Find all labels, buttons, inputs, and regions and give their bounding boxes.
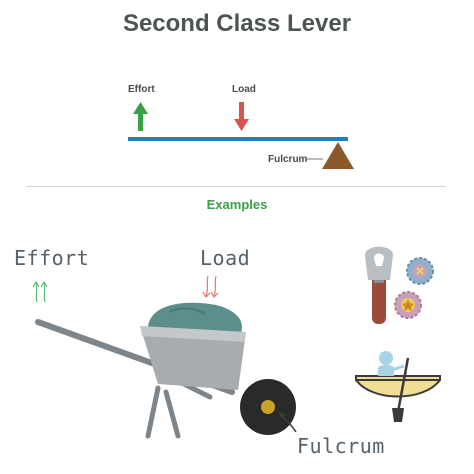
- examples-heading: Examples: [206, 197, 268, 212]
- lever-beam: [128, 137, 348, 141]
- lever-load-label: Load: [232, 84, 256, 95]
- wheelbarrow-icon: [35, 302, 297, 439]
- example-load-label: Load: [200, 246, 251, 270]
- example-effort-label: Effort: [14, 246, 90, 270]
- bottle-opener-icon: [365, 246, 393, 324]
- canoe-rower-icon: [355, 351, 441, 422]
- lever-fulcrum-label: Fulcrum: [268, 154, 308, 165]
- fulcrum-triangle-icon: [322, 142, 354, 169]
- load-small-arrows-icon: [202, 275, 219, 298]
- load-arrow-icon: [234, 102, 249, 131]
- effort-arrow-icon: [133, 102, 148, 131]
- section-divider: [26, 186, 446, 187]
- bottle-cap-icon: [394, 291, 422, 319]
- bottle-cap-icon: [406, 257, 434, 285]
- page-title: Second Class Lever: [122, 10, 352, 37]
- effort-small-arrows-icon: [32, 280, 48, 303]
- lever-effort-label: Effort: [128, 84, 155, 95]
- example-fulcrum-label: Fulcrum: [297, 434, 385, 458]
